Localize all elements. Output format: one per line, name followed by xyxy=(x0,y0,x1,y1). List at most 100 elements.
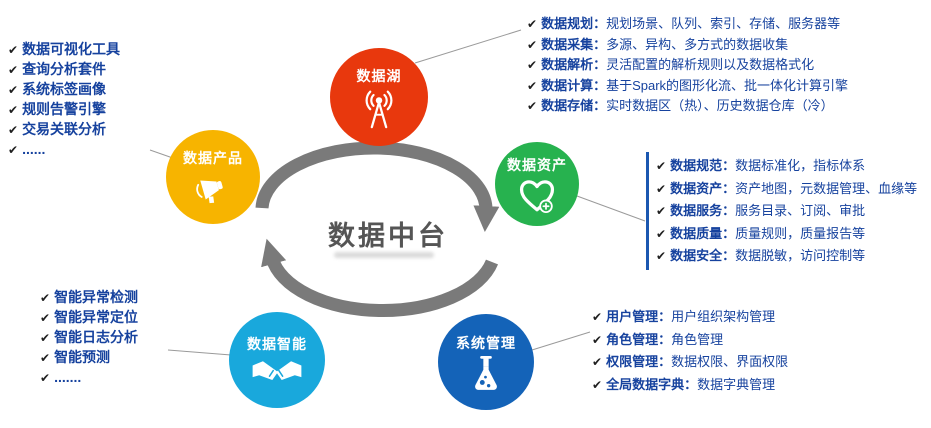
list-item: ✔角色管理：角色管理 xyxy=(592,329,788,352)
list-item-desc: 多源、异构、多方式的数据收集 xyxy=(606,36,789,52)
list-item: ✔智能异常检测 xyxy=(40,288,138,308)
list-item-text: 查询分析套件 xyxy=(22,61,107,77)
list-item-text: 数据可视化工具 xyxy=(22,41,121,57)
list-item-desc: 服务目录、订阅、审批 xyxy=(735,203,866,218)
check-icon: ✔ xyxy=(8,63,19,77)
list-item-title: 数据采集： xyxy=(541,36,607,52)
list-item: ✔查询分析套件 xyxy=(8,60,120,80)
check-icon: ✔ xyxy=(40,371,51,385)
list-item-text: 智能异常定位 xyxy=(54,309,139,325)
list-item-desc: 角色管理 xyxy=(671,331,724,347)
list-item-desc: 质量规则，质量报告等 xyxy=(735,225,866,241)
check-icon: ✔ xyxy=(656,226,667,241)
asset-list-divider xyxy=(646,152,649,270)
list-item-title: 数据规划： xyxy=(541,16,607,31)
leader-system xyxy=(531,331,591,351)
list-item-desc: 规划场景、队列、索引、存储、服务器等 xyxy=(606,16,841,31)
list-item: ✔数据安全：数据脱敏，访问控制等 xyxy=(656,245,917,268)
node-data-asset-label: 数据资产 xyxy=(507,156,567,173)
center-title: 数据中台 xyxy=(328,221,448,251)
list-item-desc: 实时数据区（热）、历史数据仓库（冷） xyxy=(606,98,834,113)
check-icon: ✔ xyxy=(592,310,603,324)
list-item-desc: 数据标准化，指标体系 xyxy=(735,158,866,173)
check-icon: ✔ xyxy=(656,159,667,173)
list-item-desc: 资产地图，元数据管理、血缘等 xyxy=(735,180,918,196)
list-data-asset-capabilities: ✔数据规范：数据标准化，指标体系 ✔数据资产：资产地图，元数据管理、血缘等 ✔数… xyxy=(656,155,917,268)
list-data-lake-capabilities: ✔数据规划：规划场景、队列、索引、存储、服务器等 ✔数据采集：多源、异构、多方式… xyxy=(527,14,848,117)
list-item: ✔数据采集：多源、异构、多方式的数据收集 xyxy=(527,35,848,56)
list-item: ✔智能异常定位 xyxy=(40,308,138,328)
heart-plus-icon xyxy=(519,179,555,213)
list-item: ✔数据资产：资产地图，元数据管理、血缘等 xyxy=(656,178,917,201)
list-data-intelligence-features: ✔智能异常检测 ✔智能异常定位 ✔智能日志分析 ✔智能预测 ✔....... xyxy=(40,288,138,388)
list-item: ✔规则告警引擎 xyxy=(8,100,120,120)
list-item: ✔系统标签画像 xyxy=(8,80,120,100)
list-item: ✔...... xyxy=(8,140,120,160)
leader-lake xyxy=(414,29,522,64)
cycle-arrow-top xyxy=(255,141,500,232)
broadcast-icon xyxy=(365,90,393,128)
check-icon: ✔ xyxy=(8,43,19,57)
check-icon: ✔ xyxy=(40,311,51,325)
node-data-lake-label: 数据湖 xyxy=(356,67,402,84)
list-data-product-features: ✔数据可视化工具 ✔查询分析套件 ✔系统标签画像 ✔规则告警引擎 ✔交易关联分析… xyxy=(8,40,120,160)
check-icon: ✔ xyxy=(40,351,51,365)
node-data-intelligence-label: 数据智能 xyxy=(247,335,307,352)
list-item-text: 智能日志分析 xyxy=(54,329,139,345)
list-item: ✔数据质量：质量规则，质量报告等 xyxy=(656,223,917,246)
list-item-title: 用户管理： xyxy=(606,309,672,324)
node-system-management: 系统管理 xyxy=(438,314,534,410)
list-item: ✔智能日志分析 xyxy=(40,328,138,348)
list-item: ✔权限管理：数据权限、界面权限 xyxy=(592,351,788,374)
check-icon: ✔ xyxy=(527,99,538,113)
list-item: ✔数据计算：基于Spark的图形化流、批一体化计算引擎 xyxy=(527,76,848,97)
list-item-title: 数据规范： xyxy=(670,158,736,173)
check-icon: ✔ xyxy=(656,204,667,218)
node-data-asset: 数据资产 xyxy=(495,142,579,226)
list-item-desc: 基于Spark的图形化流、批一体化计算引擎 xyxy=(606,77,849,93)
flask-icon xyxy=(475,355,497,390)
list-item-desc: 数据脱敏，访问控制等 xyxy=(735,248,866,263)
list-item-text: 智能预测 xyxy=(54,349,111,365)
list-item: ✔数据解析：灵活配置的解析规则以及数据格式化 xyxy=(527,55,848,76)
list-item-desc: 灵活配置的解析规则以及数据格式化 xyxy=(606,57,815,72)
list-system-management-capabilities: ✔用户管理：用户组织架构管理 ✔角色管理：角色管理 ✔权限管理：数据权限、界面权… xyxy=(592,306,788,396)
cycle-arrow-bottom xyxy=(261,238,499,317)
list-item-text: 规则告警引擎 xyxy=(22,101,107,117)
list-item-title: 数据安全： xyxy=(670,248,736,263)
list-item: ✔交易关联分析 xyxy=(8,120,120,140)
list-item: ✔....... xyxy=(40,368,138,388)
list-item: ✔数据服务：服务目录、订阅、审批 xyxy=(656,200,917,223)
list-item-text: ...... xyxy=(22,141,46,157)
list-item-text: 系统标签画像 xyxy=(22,81,107,97)
list-item: ✔全局数据字典：数据字典管理 xyxy=(592,374,788,397)
check-icon: ✔ xyxy=(40,331,51,345)
list-item: ✔数据可视化工具 xyxy=(8,40,120,60)
list-item-title: 数据解析： xyxy=(541,57,607,72)
check-icon: ✔ xyxy=(527,37,538,52)
check-icon: ✔ xyxy=(592,355,603,369)
list-item-title: 数据计算： xyxy=(541,77,607,93)
list-item-desc: 数据字典管理 xyxy=(697,376,776,392)
check-icon: ✔ xyxy=(527,78,538,93)
check-icon: ✔ xyxy=(656,249,667,263)
list-item-title: 数据存储： xyxy=(541,98,607,113)
list-item: ✔数据规划：规划场景、队列、索引、存储、服务器等 xyxy=(527,14,848,35)
node-data-product-label: 数据产品 xyxy=(183,149,243,166)
list-item-text: 交易关联分析 xyxy=(22,121,107,137)
node-data-product: 数据产品 xyxy=(166,130,260,224)
check-icon: ✔ xyxy=(40,291,51,305)
leader-intelligence xyxy=(167,349,232,356)
check-icon: ✔ xyxy=(8,83,19,97)
check-icon: ✔ xyxy=(8,143,19,157)
list-item-title: 角色管理： xyxy=(606,331,672,347)
list-item-title: 数据资产： xyxy=(670,180,736,196)
check-icon: ✔ xyxy=(8,123,19,137)
center-subtitle-blur xyxy=(334,252,434,258)
list-item: ✔智能预测 xyxy=(40,348,138,368)
check-icon: ✔ xyxy=(656,181,667,196)
list-item-title: 权限管理： xyxy=(606,354,672,369)
list-item-desc: 数据权限、界面权限 xyxy=(671,354,789,369)
handshake-icon xyxy=(252,360,302,380)
